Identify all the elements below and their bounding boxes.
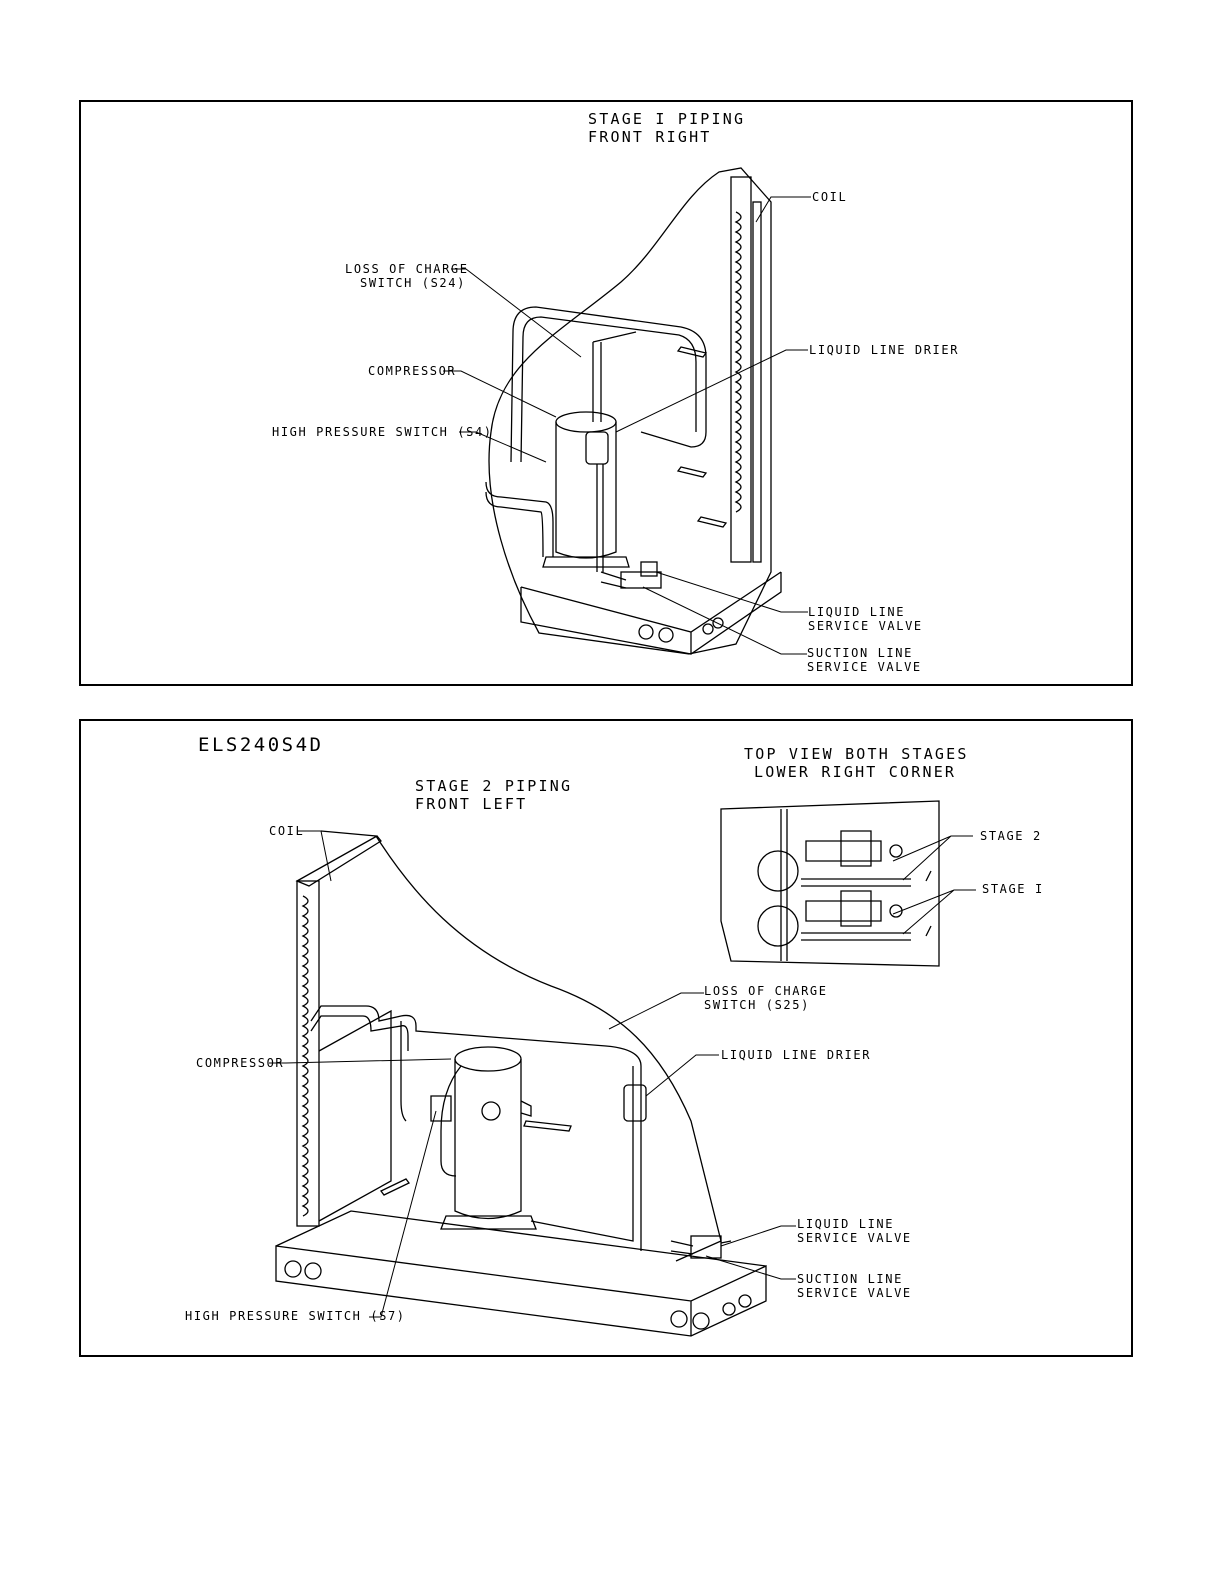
label-coil: COIL xyxy=(269,824,305,838)
label-high-pressure-switch: HIGH PRESSURE SWITCH (S7) xyxy=(185,1309,406,1323)
label-liquid-line-valve-line1: LIQUID LINE xyxy=(797,1217,895,1231)
stage1-title-line2: FRONT RIGHT xyxy=(588,128,712,146)
label-liquid-line-valve-line2: SERVICE VALVE xyxy=(808,619,923,633)
label-high-pressure-switch: HIGH PRESSURE SWITCH (S4) xyxy=(272,425,493,439)
label-suction-line-valve-line1: SUCTION LINE xyxy=(797,1272,903,1286)
label-liquid-line-drier: LIQUID LINE DRIER xyxy=(809,343,960,357)
label-loss-of-charge-line2: SWITCH (S24) xyxy=(360,276,466,290)
label-loss-of-charge-line1: LOSS OF CHARGE xyxy=(345,262,469,276)
label-suction-line-valve-line1: SUCTION LINE xyxy=(807,646,913,660)
cutaway-outline xyxy=(488,167,772,655)
model-number: ELS240S4D xyxy=(198,734,324,756)
stage1-title-line1: STAGE I PIPING xyxy=(588,110,746,128)
service-valves-drawing xyxy=(600,561,662,589)
label-stage-1: STAGE I xyxy=(982,882,1044,896)
drier-drawing xyxy=(623,1084,647,1122)
stage1-piping-drawing xyxy=(443,167,811,655)
leader-lines xyxy=(443,196,811,655)
leader-lines xyxy=(269,830,796,1318)
stage2-title-line1: STAGE 2 PIPING xyxy=(415,777,573,795)
service-valves-drawing xyxy=(670,1235,732,1259)
label-compressor: COMPRESSOR xyxy=(196,1056,285,1070)
coil-drawing xyxy=(295,835,392,1227)
base-rail xyxy=(520,571,782,655)
base-rail xyxy=(275,1210,767,1337)
label-suction-line-valve-line2: SERVICE VALVE xyxy=(797,1286,912,1300)
label-compressor: COMPRESSOR xyxy=(368,364,457,378)
inset-title-line1: TOP VIEW BOTH STAGES xyxy=(744,745,969,763)
drier-drawing xyxy=(585,431,609,572)
stage2-piping-drawing xyxy=(269,800,976,1337)
upper-piping xyxy=(310,1005,642,1251)
label-loss-of-charge-line2: SWITCH (S25) xyxy=(704,998,810,1012)
inset-top-view-drawing xyxy=(720,800,976,967)
coil-drawing xyxy=(730,176,762,563)
stage1-piping-panel: STAGE I PIPING FRONT RIGHT COIL LOSS OF … xyxy=(79,100,1133,686)
label-loss-of-charge-line1: LOSS OF CHARGE xyxy=(704,984,828,998)
label-coil: COIL xyxy=(812,190,848,204)
label-suction-line-valve-line2: SERVICE VALVE xyxy=(807,660,922,674)
label-liquid-line-drier: LIQUID LINE DRIER xyxy=(721,1048,872,1062)
stage2-title-line2: FRONT LEFT xyxy=(415,795,528,813)
compressor-drawing xyxy=(430,1046,537,1230)
inset-title-line2: LOWER RIGHT CORNER xyxy=(754,763,957,781)
label-stage-2: STAGE 2 xyxy=(980,829,1042,843)
side-piping xyxy=(485,481,554,558)
upper-piping xyxy=(510,306,707,463)
compressor-drawing xyxy=(542,411,630,568)
cutaway-outline xyxy=(320,830,722,1262)
label-liquid-line-valve-line2: SERVICE VALVE xyxy=(797,1231,912,1245)
stage2-piping-panel: ELS240S4D STAGE 2 PIPING FRONT LEFT TOP … xyxy=(79,719,1133,1357)
label-liquid-line-valve-line1: LIQUID LINE xyxy=(808,605,906,619)
